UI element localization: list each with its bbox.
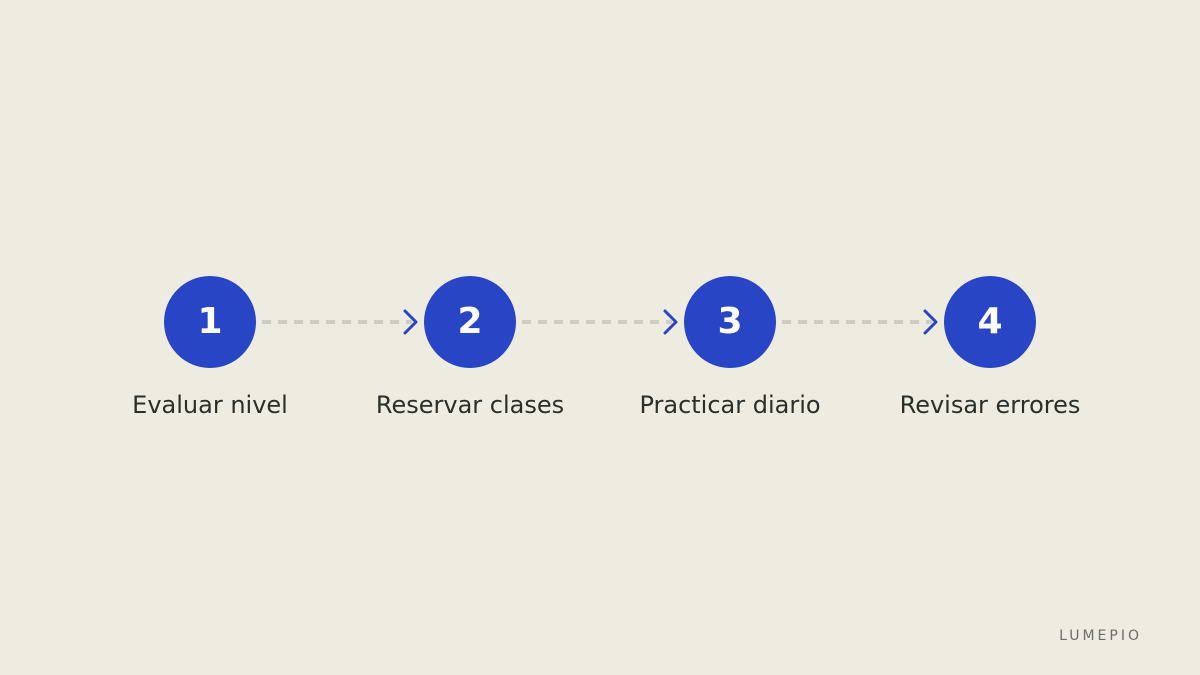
arrowhead-icon <box>403 309 418 335</box>
step-1-circle: 1 <box>164 276 256 368</box>
step-2-label: Reservar clases <box>375 391 565 419</box>
step-3-label: Practicar diario <box>639 391 821 419</box>
step-2-circle: 2 <box>424 276 516 368</box>
step-1-label: Evaluar nivel <box>132 391 288 419</box>
step-4-circle: 4 <box>944 276 1036 368</box>
arrowhead-icon <box>923 309 938 335</box>
arrowhead-icon <box>663 309 678 335</box>
brand-wordmark: LUMEPIO <box>1059 628 1142 644</box>
connector-1-2 <box>262 309 418 335</box>
step-4-label: Revisar errores <box>899 391 1081 419</box>
connector-3-4 <box>782 309 938 335</box>
connector-2-3 <box>522 309 678 335</box>
step-3-circle: 3 <box>684 276 776 368</box>
